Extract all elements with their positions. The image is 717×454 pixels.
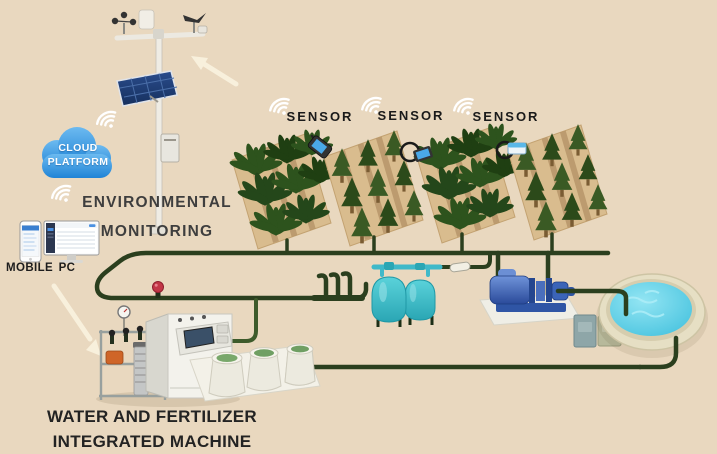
environmental-monitoring-label: ENVIRONMENTAL MONITORING [58, 189, 256, 246]
mobile-phone [19, 220, 42, 263]
monitoring-label-line2: MONITORING [100, 222, 214, 240]
water-pool [596, 273, 708, 358]
machine-label-line2: INTEGRATED MACHINE [52, 432, 252, 451]
rain-gauge [138, 9, 155, 30]
sensor-label-2: SENSOR [377, 108, 445, 123]
cloud-platform-label: CLOUD PLATFORM [39, 141, 117, 169]
cloud-label-line1: CLOUD [58, 142, 98, 154]
crop-field-4 [507, 124, 608, 241]
arrow-to-machine [51, 283, 101, 356]
control-box [573, 314, 597, 348]
monitoring-label-line1: ENVIRONMENTAL [82, 194, 232, 211]
sand-filters [371, 262, 436, 327]
arrow-to-weather-station [191, 56, 239, 87]
solar-panel [116, 70, 178, 107]
field-drop-pipes [285, 232, 554, 254]
dosing-valves [108, 325, 144, 344]
control-screen [183, 326, 215, 349]
irrigation-pump [479, 269, 581, 326]
sensor-device-3 [495, 140, 527, 160]
wifi-icon [93, 107, 123, 135]
datalogger-box [160, 133, 180, 163]
pc-monitor [43, 220, 100, 263]
vertical-pump [133, 342, 149, 396]
venturi-injector [449, 261, 471, 273]
sensor-device-1 [307, 134, 333, 159]
cloud-icon [42, 127, 112, 178]
backflush-valves [316, 271, 353, 299]
fertilizer-tank [284, 343, 316, 386]
wind-vane-icon [183, 13, 208, 34]
machine-label: WATER AND FERTILIZER INTEGRATED MACHINE [22, 404, 282, 454]
fertilizer-tank [208, 351, 246, 398]
mobile-label: MOBILE [6, 262, 54, 274]
red-valve [152, 281, 164, 298]
crop-field-2 [323, 130, 424, 247]
fertilizer-tank [246, 347, 282, 392]
pipe-network [94, 232, 643, 370]
anemometer-icon [111, 11, 137, 34]
sensor-label-3: SENSOR [472, 109, 540, 124]
machine-outlet-pipe [223, 298, 258, 343]
fertilizer-tanks [189, 343, 321, 402]
pc-label: PC [58, 262, 76, 274]
sensor-label-1: SENSOR [286, 109, 354, 124]
crop-field-3 [412, 122, 527, 244]
pump-to-pool-pipe [555, 288, 629, 317]
cloud-label-line2: PLATFORM [47, 156, 109, 168]
machine-label-line1: WATER AND FERTILIZER [47, 407, 257, 426]
crop-field-1 [228, 128, 343, 250]
return-to-pool-pipe [637, 335, 679, 370]
main-header-pipe [94, 250, 611, 301]
pool-pipes [555, 288, 679, 370]
booster-pump [105, 350, 124, 365]
sensor-device-2 [399, 141, 433, 163]
weather-station [111, 9, 208, 235]
